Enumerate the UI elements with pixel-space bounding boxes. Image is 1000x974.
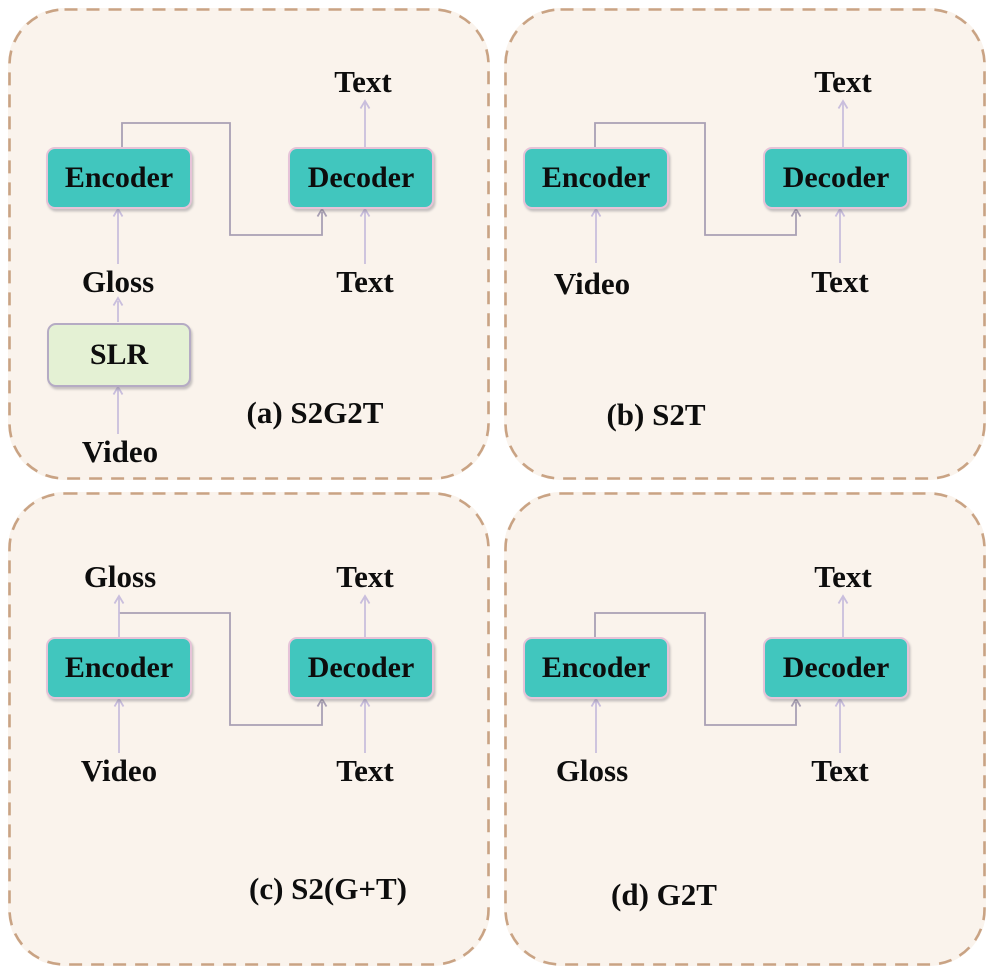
decoder-box: Decoder — [763, 147, 909, 209]
panel-dashed-border — [504, 8, 986, 480]
arrow-video-to-encoder — [590, 207, 602, 263]
arrow-decoder-to-text — [359, 99, 371, 147]
panel-s2t: Text Encoder Decoder Video Text (b) S2T — [504, 8, 986, 480]
connector-encoder-to-decoder — [594, 612, 802, 726]
label-text-output: Text — [814, 559, 872, 594]
connector-encoder-to-decoder — [121, 122, 328, 236]
arrow-textin-to-decoder — [834, 207, 846, 263]
decoder-box: Decoder — [288, 147, 434, 209]
panel-g2t: Text Encoder Decoder Gloss Text (d) G2T — [504, 492, 986, 966]
label-gloss: Gloss — [81, 264, 155, 299]
label-text-input: Text — [811, 753, 869, 788]
arrow-gloss-to-encoder — [112, 207, 124, 264]
encoder-box: Encoder — [523, 637, 669, 699]
connector-encoder-to-decoder — [594, 122, 802, 236]
encoder-box: Encoder — [523, 147, 669, 209]
slr-box: SLR — [47, 323, 191, 387]
label-text-output: Text — [334, 64, 392, 99]
arrow-decoder-to-text — [359, 594, 371, 637]
panel-s2t-lines — [504, 8, 986, 480]
panel-caption: (c) S2(G+T) — [249, 871, 407, 906]
panel-s2gt-lines — [8, 492, 490, 966]
label-gloss-output: Gloss — [83, 559, 157, 594]
panel-g2t-lines — [504, 492, 986, 966]
panel-dashed-border — [8, 8, 490, 480]
panel-s2gt: Gloss Text Encoder Decoder Video Text (c… — [8, 492, 490, 966]
encoder-box: Encoder — [46, 147, 192, 209]
arrow-textin-to-decoder — [359, 207, 371, 264]
panel-s2g2t: Text Encoder Decoder Gloss Text SLR Vide… — [8, 8, 490, 480]
arrow-decoder-to-text — [837, 594, 849, 637]
arrow-video-to-slr — [112, 385, 124, 434]
arrow-decoder-to-text — [837, 99, 849, 147]
decoder-box: Decoder — [763, 637, 909, 699]
arrow-video-to-encoder — [113, 697, 125, 753]
decoder-box: Decoder — [288, 637, 434, 699]
label-video: Video — [81, 434, 159, 469]
panel-caption: (b) S2T — [606, 397, 706, 432]
panel-dashed-border — [504, 492, 986, 966]
arrow-slr-to-gloss — [112, 296, 124, 322]
connector-branch-to-decoder — [119, 612, 328, 726]
arrow-textin-to-decoder — [359, 697, 371, 753]
panel-dashed-border — [8, 492, 490, 966]
label-video: Video — [80, 753, 158, 788]
arrow-textin-to-decoder — [834, 697, 846, 753]
label-text-output: Text — [814, 64, 872, 99]
arrow-gloss-to-encoder — [590, 697, 602, 753]
label-text-input: Text — [336, 753, 394, 788]
label-text-input: Text — [811, 264, 869, 299]
label-gloss-input: Gloss — [555, 753, 629, 788]
label-text-output: Text — [336, 559, 394, 594]
encoder-box: Encoder — [46, 637, 192, 699]
panel-caption: (a) S2G2T — [246, 395, 384, 430]
panel-s2g2t-lines — [8, 8, 490, 480]
label-text-input: Text — [336, 264, 394, 299]
label-video: Video — [553, 266, 631, 301]
panel-caption: (d) G2T — [611, 877, 717, 912]
arrow-encoder-to-gloss — [113, 594, 125, 637]
